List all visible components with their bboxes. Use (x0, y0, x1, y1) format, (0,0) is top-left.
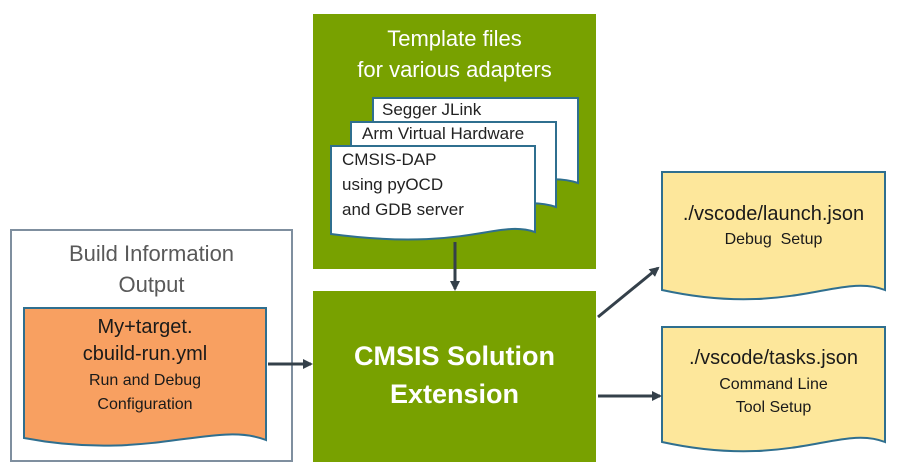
tasks-json-document (661, 326, 886, 453)
cmsis-dap-label-line3: and GDB server (342, 200, 464, 219)
launch-json-filename: ./vscode/launch.json (682, 203, 865, 225)
cbuild-run-line2: cbuild-run.yml (82, 343, 208, 365)
tasks-json-description-line1: Command Line (719, 376, 828, 393)
template-files-title-line1: Template files (387, 26, 522, 51)
extension-title-line2: Extension (389, 379, 520, 409)
tasks-json-description-line2: Tool Setup (735, 399, 812, 416)
template-files-title-line2: for various adapters (357, 57, 552, 82)
cbuild-run-document (23, 307, 267, 447)
tasks-json-document-text: ./vscode/tasks.json Command Line Tool Se… (662, 343, 885, 419)
cmsis-solution-extension-box: CMSIS Solution Extension (313, 291, 596, 462)
extension-title-line1: CMSIS Solution (354, 341, 555, 371)
cbuild-run-line1: My+target. (97, 316, 193, 338)
cbuild-run-line3: Run and Debug (88, 372, 202, 389)
tasks-json-filename: ./vscode/tasks.json (689, 347, 858, 369)
cmsis-dap-label-line1: CMSIS-DAP (342, 150, 437, 169)
cmsis-dap-label-line2: using pyOCD (342, 175, 444, 194)
arrow-extension-to-launch (597, 266, 660, 319)
cbuild-run-document-text: My+target. cbuild-run.yml Run and Debug … (24, 314, 266, 416)
build-information-title-line2: Output (118, 272, 185, 297)
build-information-title-line1: Build Information (68, 241, 235, 266)
launch-json-description: Debug Setup (724, 231, 823, 248)
cbuild-run-line4: Configuration (97, 396, 193, 413)
template-page-cmsis-dap (330, 145, 536, 241)
launch-json-document-text: ./vscode/launch.json Debug Setup (662, 200, 885, 252)
arm-virtual-hardware-label: Arm Virtual Hardware (362, 124, 525, 143)
segger-jlink-label: Segger JLink (382, 100, 482, 119)
launch-json-document (661, 171, 886, 301)
